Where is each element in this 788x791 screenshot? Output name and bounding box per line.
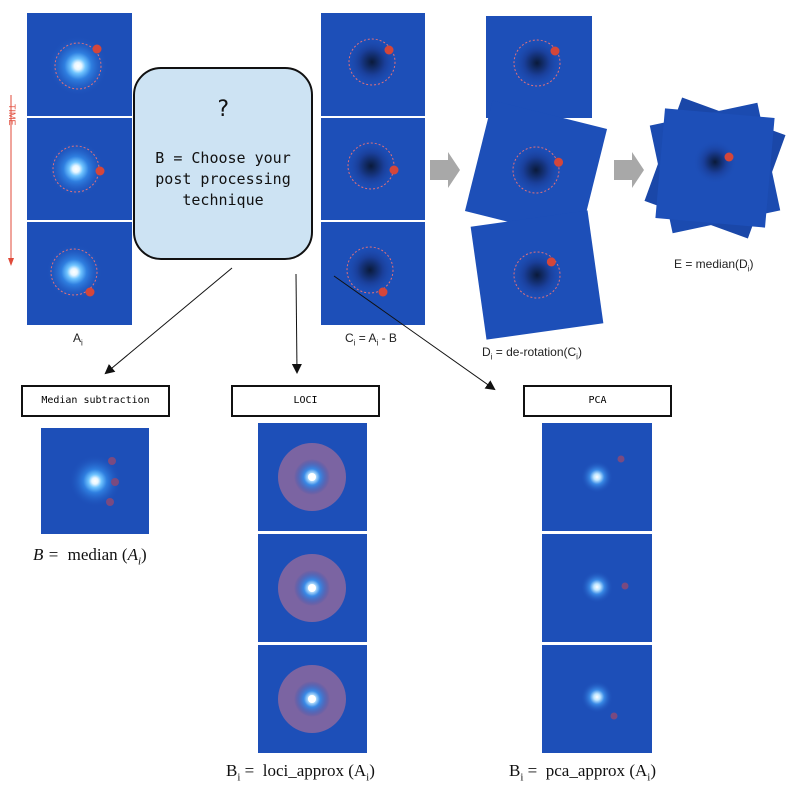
formula-median: B = median (Ai) <box>33 545 147 568</box>
planet-marker <box>95 166 105 176</box>
technique-callout: ? B = Choose your post processing techni… <box>133 67 313 260</box>
loci-image-2 <box>258 534 367 642</box>
median-image <box>41 428 149 534</box>
raw-frame-3 <box>27 222 132 325</box>
a-column-label: Ai <box>73 331 83 348</box>
time-label: TIME <box>7 104 17 126</box>
residual-frame-2 <box>321 118 425 220</box>
pca-image-1 <box>542 423 652 531</box>
method-box-loci: LOCI <box>231 385 380 417</box>
raw-frame-1 <box>27 13 132 116</box>
pca-image-2 <box>542 534 652 642</box>
c-column-label: Ci = Ai - B <box>345 331 397 348</box>
loci-image-3 <box>258 645 367 753</box>
d-column-label: Di = de-rotation(Ci) <box>482 345 582 362</box>
gray-arrow-1 <box>430 152 460 188</box>
residual-frame-1 <box>321 13 425 116</box>
question-mark: ? <box>216 97 230 122</box>
formula-pca: Bi = pca_approx (Ai) <box>509 761 656 784</box>
planet-marker <box>85 287 95 297</box>
derotated-frame-2 <box>464 100 608 240</box>
pca-image-3 <box>542 645 652 753</box>
median-stack <box>644 97 786 239</box>
residual-frame-3 <box>321 222 425 325</box>
method-box-pca: PCA <box>523 385 672 417</box>
formula-loci: Bi = loci_approx (Ai) <box>226 761 375 784</box>
loci-image-1 <box>258 423 367 531</box>
method-box-median: Median subtraction <box>21 385 170 417</box>
derotated-frame-3 <box>470 210 604 340</box>
derotated-frame-1 <box>486 16 592 118</box>
raw-frame-2 <box>27 118 132 220</box>
gray-arrow-2 <box>614 152 644 188</box>
e-label: E = median(Di) <box>674 257 754 274</box>
planet-marker <box>92 44 102 54</box>
callout-text: B = Choose your post processing techniqu… <box>155 149 291 209</box>
